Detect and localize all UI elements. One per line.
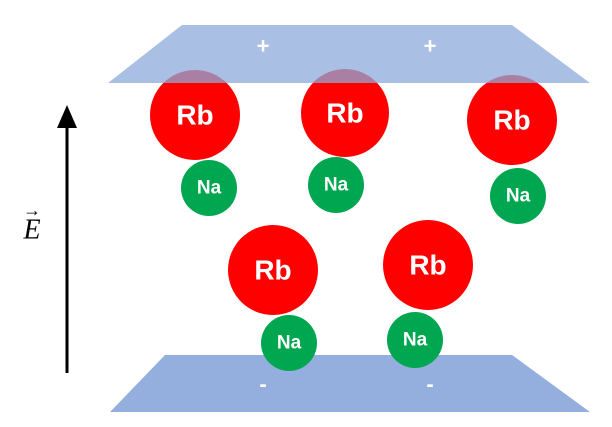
na-atom — [308, 157, 364, 213]
molecule-3: Rb Na — [467, 75, 557, 224]
rb-label: Rb — [493, 105, 530, 136]
na-label: Na — [403, 330, 428, 351]
na-label: Na — [197, 178, 222, 199]
molecule-4: Rb Na — [228, 225, 318, 371]
field-arrow — [57, 105, 77, 373]
na-label: Na — [324, 175, 349, 196]
na-label: Na — [506, 186, 531, 207]
rb-atom — [383, 220, 473, 310]
molecule-1: Rb Na — [150, 70, 240, 216]
rb-label: Rb — [254, 255, 291, 286]
rb-label: Rb — [409, 250, 446, 281]
rb-label: Rb — [176, 100, 213, 131]
rb-atom — [150, 70, 240, 160]
bottom-plate-sign-1: - — [259, 372, 266, 397]
na-atom — [261, 315, 317, 371]
field-label: E — [22, 215, 40, 246]
na-atom — [490, 168, 546, 224]
top-plate: + + — [108, 25, 590, 83]
bottom-plate-sign-2: - — [426, 372, 433, 397]
molecule-2: Rb Na — [301, 69, 389, 213]
bottom-plate: - - — [110, 355, 590, 412]
na-atom — [181, 160, 237, 216]
rb-atom — [301, 69, 389, 157]
rb-atom — [228, 225, 318, 315]
rb-atom — [467, 75, 557, 165]
rb-label: Rb — [326, 98, 363, 129]
na-atom — [387, 312, 443, 368]
top-plate-sign-1: + — [257, 34, 270, 59]
molecule-5: Rb Na — [383, 220, 473, 368]
arrow-head-icon — [57, 105, 77, 128]
top-plate-sign-2: + — [424, 34, 437, 59]
na-label: Na — [277, 333, 302, 354]
field-vector-mark: → — [23, 200, 41, 220]
